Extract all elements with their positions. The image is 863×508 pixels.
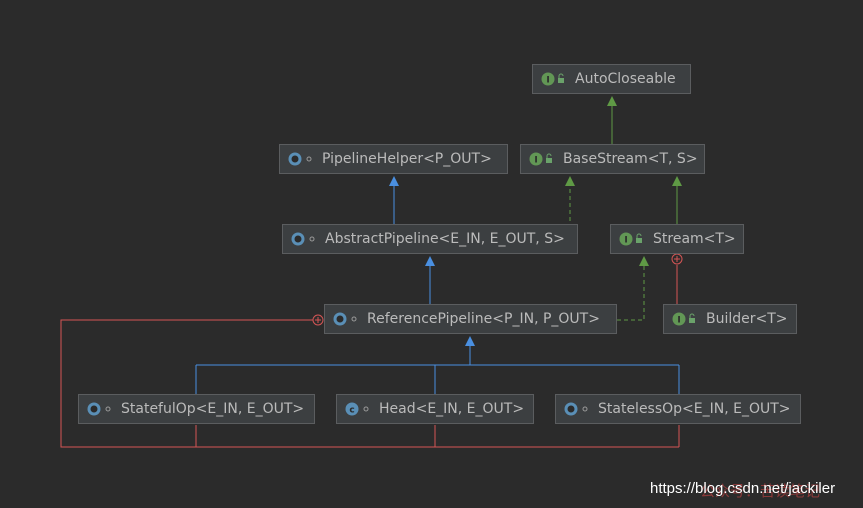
abstract-class-icon [564,402,590,416]
abstract-class-icon [288,152,314,166]
watermark-overlay: 公众号：苦读笔记 [700,483,821,500]
node-label: BaseStream<T, S> [563,151,698,167]
node-label: AutoCloseable [575,71,676,87]
interface-icon: I [672,312,698,326]
interface-icon: I [619,232,645,246]
svg-text:c: c [349,406,354,416]
abstract-class-icon [333,312,359,326]
node-label: StatelessOp<E_IN, E_OUT> [598,401,791,417]
arrow-head [389,176,399,186]
node-stream[interactable]: I Stream<T> [610,224,744,254]
node-label: ReferencePipeline<P_IN, P_OUT> [367,311,600,327]
node-head[interactable]: c Head<E_IN, E_OUT> [336,394,534,424]
node-autocloseable[interactable]: I AutoCloseable [532,64,691,94]
node-statefulop[interactable]: StatefulOp<E_IN, E_OUT> [78,394,315,424]
node-label: Builder<T> [706,311,788,327]
arrow-head [465,336,475,346]
node-referencepipeline[interactable]: ReferencePipeline<P_IN, P_OUT> [324,304,617,334]
edge-abstractpipeline-basestream [560,186,571,226]
arrow-head [639,256,649,266]
node-label: StatefulOp<E_IN, E_OUT> [121,401,305,417]
watermark-url: https://blog.csdn.net/jackiler [650,480,836,497]
node-label: AbstractPipeline<E_IN, E_OUT, S> [325,231,565,247]
edge-inner-classes [60,319,679,448]
arrow-head [607,96,617,106]
node-label: Head<E_IN, E_OUT> [379,401,525,417]
arrow-head [425,256,435,266]
svg-text:I: I [677,316,680,326]
svg-text:I: I [534,156,537,166]
arrow-head [565,176,575,186]
node-builder[interactable]: I Builder<T> [663,304,797,334]
svg-text:I: I [624,236,627,246]
node-label: PipelineHelper<P_OUT> [322,151,492,167]
class-icon: c [345,402,371,416]
svg-text:I: I [546,76,549,86]
node-basestream[interactable]: I BaseStream<T, S> [520,144,705,174]
node-abstractpipeline[interactable]: AbstractPipeline<E_IN, E_OUT, S> [282,224,578,254]
abstract-class-icon [87,402,113,416]
interface-icon: I [529,152,555,166]
node-label: Stream<T> [653,231,736,247]
arrow-head [672,176,682,186]
edge-referencepipeline-stream [617,266,645,321]
interface-icon: I [541,72,567,86]
node-statelessop[interactable]: StatelessOp<E_IN, E_OUT> [555,394,801,424]
abstract-class-icon [291,232,317,246]
node-pipelinehelper[interactable]: PipelineHelper<P_OUT> [279,144,508,174]
